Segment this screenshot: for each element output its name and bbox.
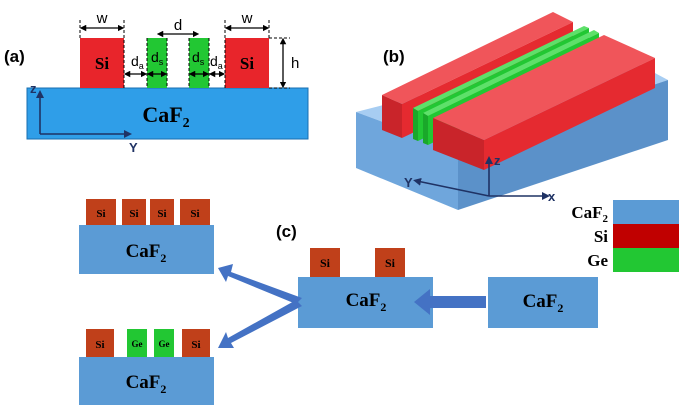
si-block-c-bl-2 xyxy=(182,329,210,357)
ge-block-c-bl-2 xyxy=(154,329,174,357)
si-label-c-mid-2: Si xyxy=(385,256,396,270)
dim-w-left: w xyxy=(96,10,108,27)
si-block-left-a xyxy=(80,38,124,88)
panel-b-label: (b) xyxy=(383,47,405,66)
axis-x-b: x xyxy=(548,189,556,204)
dim-h: h xyxy=(291,55,299,72)
legend-swatch-caf2 xyxy=(613,200,679,224)
si-bar-left-front-b xyxy=(382,95,402,138)
si-label-c-mid-1: Si xyxy=(320,256,331,270)
si-block-c-bl-1 xyxy=(86,329,114,357)
legend-label-caf2: CaF2 xyxy=(571,203,608,225)
si-block-c-tl-1 xyxy=(86,199,116,225)
dimension-arrows-a xyxy=(79,24,287,89)
caf2-substrate-c-topleft xyxy=(79,225,214,274)
process-arrows-c xyxy=(218,264,486,348)
caf2-label-c-middle: CaF2 xyxy=(346,290,387,314)
caf2-label-c-bottomleft: CaF2 xyxy=(126,372,167,396)
si-label-right-a: Si xyxy=(240,54,254,73)
ge-bar-2-top-b xyxy=(423,30,599,116)
si-bar-right-top-b xyxy=(433,35,655,140)
dim-w-right: w xyxy=(241,10,253,27)
si-label-c-tl-3: Si xyxy=(157,208,166,220)
caf2-substrate-c-middle xyxy=(298,277,433,328)
si-block-c-tl-4 xyxy=(180,199,210,225)
dim-ds-left: ds xyxy=(151,49,164,67)
si-block-c-mid-1 xyxy=(310,248,340,277)
legend-swatch-ge xyxy=(613,248,679,272)
axis-z-b: z xyxy=(494,153,501,168)
si-label-c-tl-2: Si xyxy=(129,208,138,220)
si-label-left-a: Si xyxy=(95,54,109,73)
axes-a xyxy=(36,90,132,138)
legend-label-si: Si xyxy=(594,227,608,246)
si-block-c-tl-3 xyxy=(150,199,174,225)
dim-d: d xyxy=(174,17,182,34)
axes-b xyxy=(413,156,550,200)
arrow-right-to-middle xyxy=(414,289,486,315)
ge-bar-1-front-b xyxy=(413,108,418,141)
axis-z-a: z xyxy=(30,81,37,96)
caf2-substrate-c-right xyxy=(488,277,598,328)
substrate-side-b xyxy=(458,80,668,210)
si-block-c-mid-2 xyxy=(375,248,405,277)
legend: CaF2 Si Ge xyxy=(571,200,679,272)
dim-ds-right: ds xyxy=(192,49,205,67)
arrow-middle-to-topleft xyxy=(218,264,302,304)
caf2-label-c-topleft: CaF2 xyxy=(126,241,167,265)
si-label-c-tl-1: Si xyxy=(96,208,105,220)
panel-c-label: (c) xyxy=(276,222,297,241)
ge-bar-1-top-b xyxy=(413,26,589,111)
panel-a-label: (a) xyxy=(4,47,25,66)
ge-bar-2-front-b xyxy=(423,113,428,145)
si-bar-right-front-b xyxy=(433,118,484,170)
caf2-substrate-a xyxy=(26,87,309,140)
si-block-right-a xyxy=(225,38,269,88)
si-label-c-bl-1: Si xyxy=(95,339,104,351)
ge-block-c-bl-1 xyxy=(127,329,147,357)
panel-b: (b) z x Y xyxy=(356,12,668,210)
ge-label-c-bl-2: Ge xyxy=(159,339,170,349)
panel-a: (a) CaF2 Si Si xyxy=(4,10,309,155)
axis-y-a: Y xyxy=(129,140,138,155)
si-bar-left-top-b xyxy=(382,12,573,104)
caf2-label-a: CaF2 xyxy=(142,102,189,131)
si-block-c-tl-2 xyxy=(122,199,146,225)
dim-da-left: da xyxy=(131,53,144,71)
panel-c: (c) CaF2 Si Si Si Si CaF2 Si Ge Ge Si Ca… xyxy=(79,199,679,405)
si-label-c-bl-2: Si xyxy=(191,339,200,351)
legend-label-ge: Ge xyxy=(587,251,608,270)
si-bar-right-side-b xyxy=(484,58,655,170)
caf2-label-c-right: CaF2 xyxy=(523,291,564,315)
axis-y-b: Y xyxy=(404,175,413,190)
dim-da-right: da xyxy=(210,53,223,71)
arrow-middle-to-bottomleft xyxy=(218,300,302,348)
si-label-c-tl-4: Si xyxy=(190,208,199,220)
ge-label-c-bl-1: Ge xyxy=(132,339,143,349)
legend-swatch-si xyxy=(613,224,679,248)
substrate-front-b xyxy=(356,112,458,210)
caf2-substrate-c-bottomleft xyxy=(79,357,214,405)
